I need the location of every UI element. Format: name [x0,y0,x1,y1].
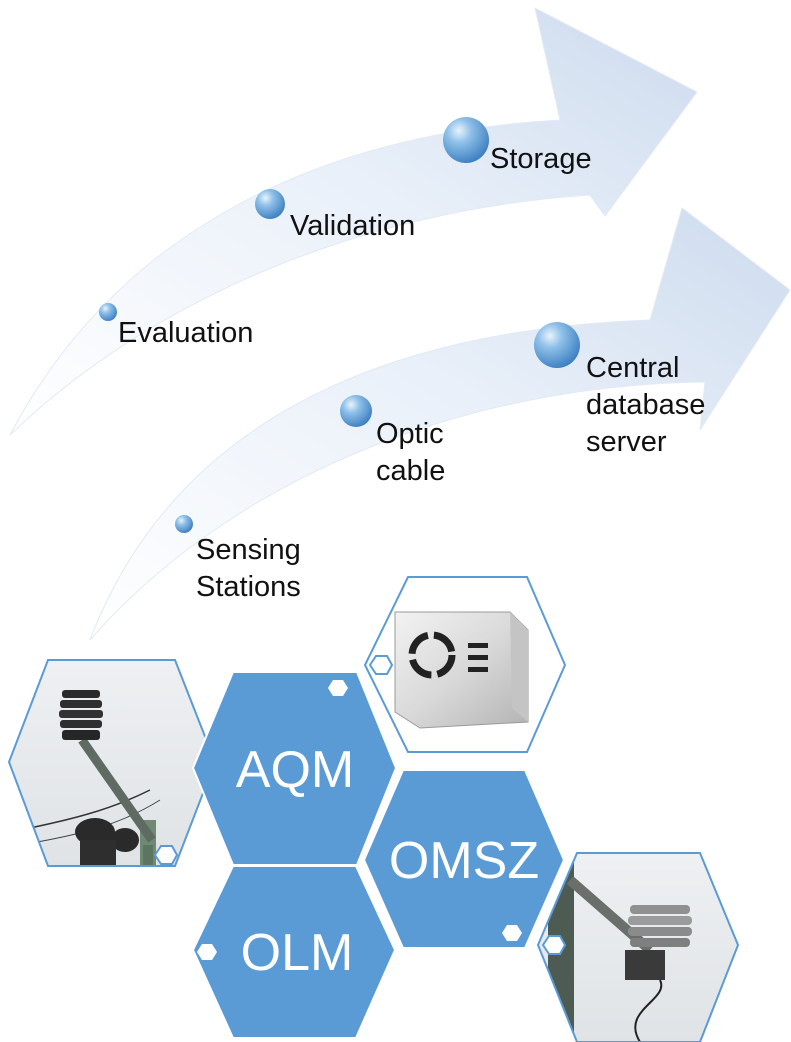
hex-omsz: OMSZ [362,769,566,949]
step-label-stations: Stations [196,571,301,603]
hex-label-aqm: AQM [236,741,354,799]
upper-arrow-markers [99,117,489,321]
weather-mast-image [9,660,215,866]
hex-aqm: AQM [191,671,398,866]
step-label-optic: Optic [376,418,444,450]
step-label-server: server [586,426,667,458]
step-marker-optic-cable [340,395,372,427]
hex-label-omsz: OMSZ [389,832,539,890]
step-marker-central-database [534,322,580,368]
radiation-shield-image [538,853,738,1042]
step-label-storage: Storage [490,143,592,175]
upper-arrow [9,7,698,436]
sensor-module-image [365,577,565,752]
step-label-central: Central [586,352,680,384]
step-marker-sensing-stations [175,515,193,533]
upper-arrow-shape [9,7,698,436]
step-label-evaluation: Evaluation [118,317,253,349]
step-label-database: database [586,389,705,421]
step-label-cable: cable [376,455,445,487]
photo-hex-sensor [363,576,567,753]
hex-badge-aqm [328,680,348,696]
lower-arrow [89,207,791,641]
hex-badge-olm [197,944,217,960]
step-label-sensing: Sensing [196,534,301,566]
step-label-validation: Validation [290,210,415,242]
hex-badge-sensor [368,655,394,675]
hex-badge-omsz [502,925,522,941]
photo-hex-mast [7,659,217,867]
hex-badge-mast [153,845,179,865]
step-marker-storage [443,117,489,163]
hex-label-olm: OLM [241,924,354,982]
photo-hex-shield [536,852,740,1042]
lower-arrow-markers [175,322,580,533]
lower-arrow-shape [89,207,791,641]
step-marker-evaluation [99,303,117,321]
hex-badge-shield [541,935,567,955]
hex-olm: OLM [191,865,397,1039]
step-marker-validation [255,189,285,219]
